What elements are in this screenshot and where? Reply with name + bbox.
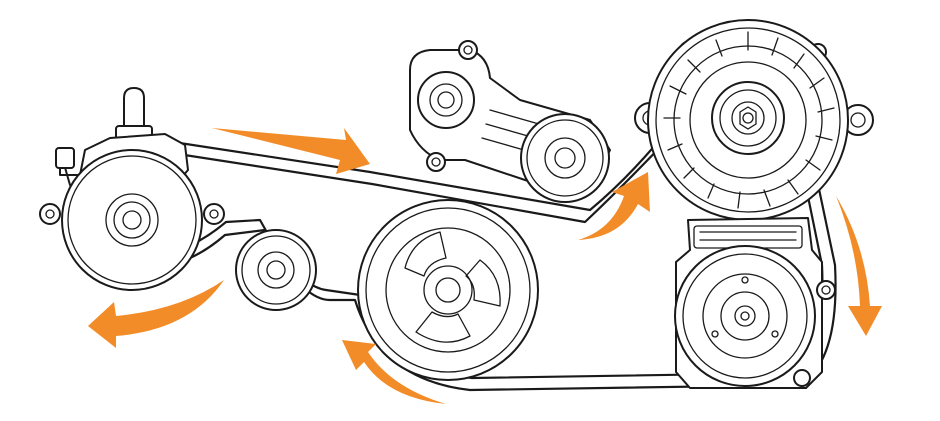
arrow-curve-up-right-icon [578,172,650,240]
arrow-curve-down-icon [836,196,882,336]
idler-pulley [235,229,317,311]
direction-arrows [88,128,882,404]
alternator [634,19,874,221]
power-steering-pump [39,87,225,291]
arrow-right-icon [212,128,370,174]
alternator-vents [663,31,835,209]
arrow-curve-up-left-icon [342,340,446,404]
arrow-curve-left-icon [88,280,224,348]
crankshaft-pulley [357,199,539,381]
belt-tensioner [409,40,611,203]
ac-compressor [674,217,836,389]
